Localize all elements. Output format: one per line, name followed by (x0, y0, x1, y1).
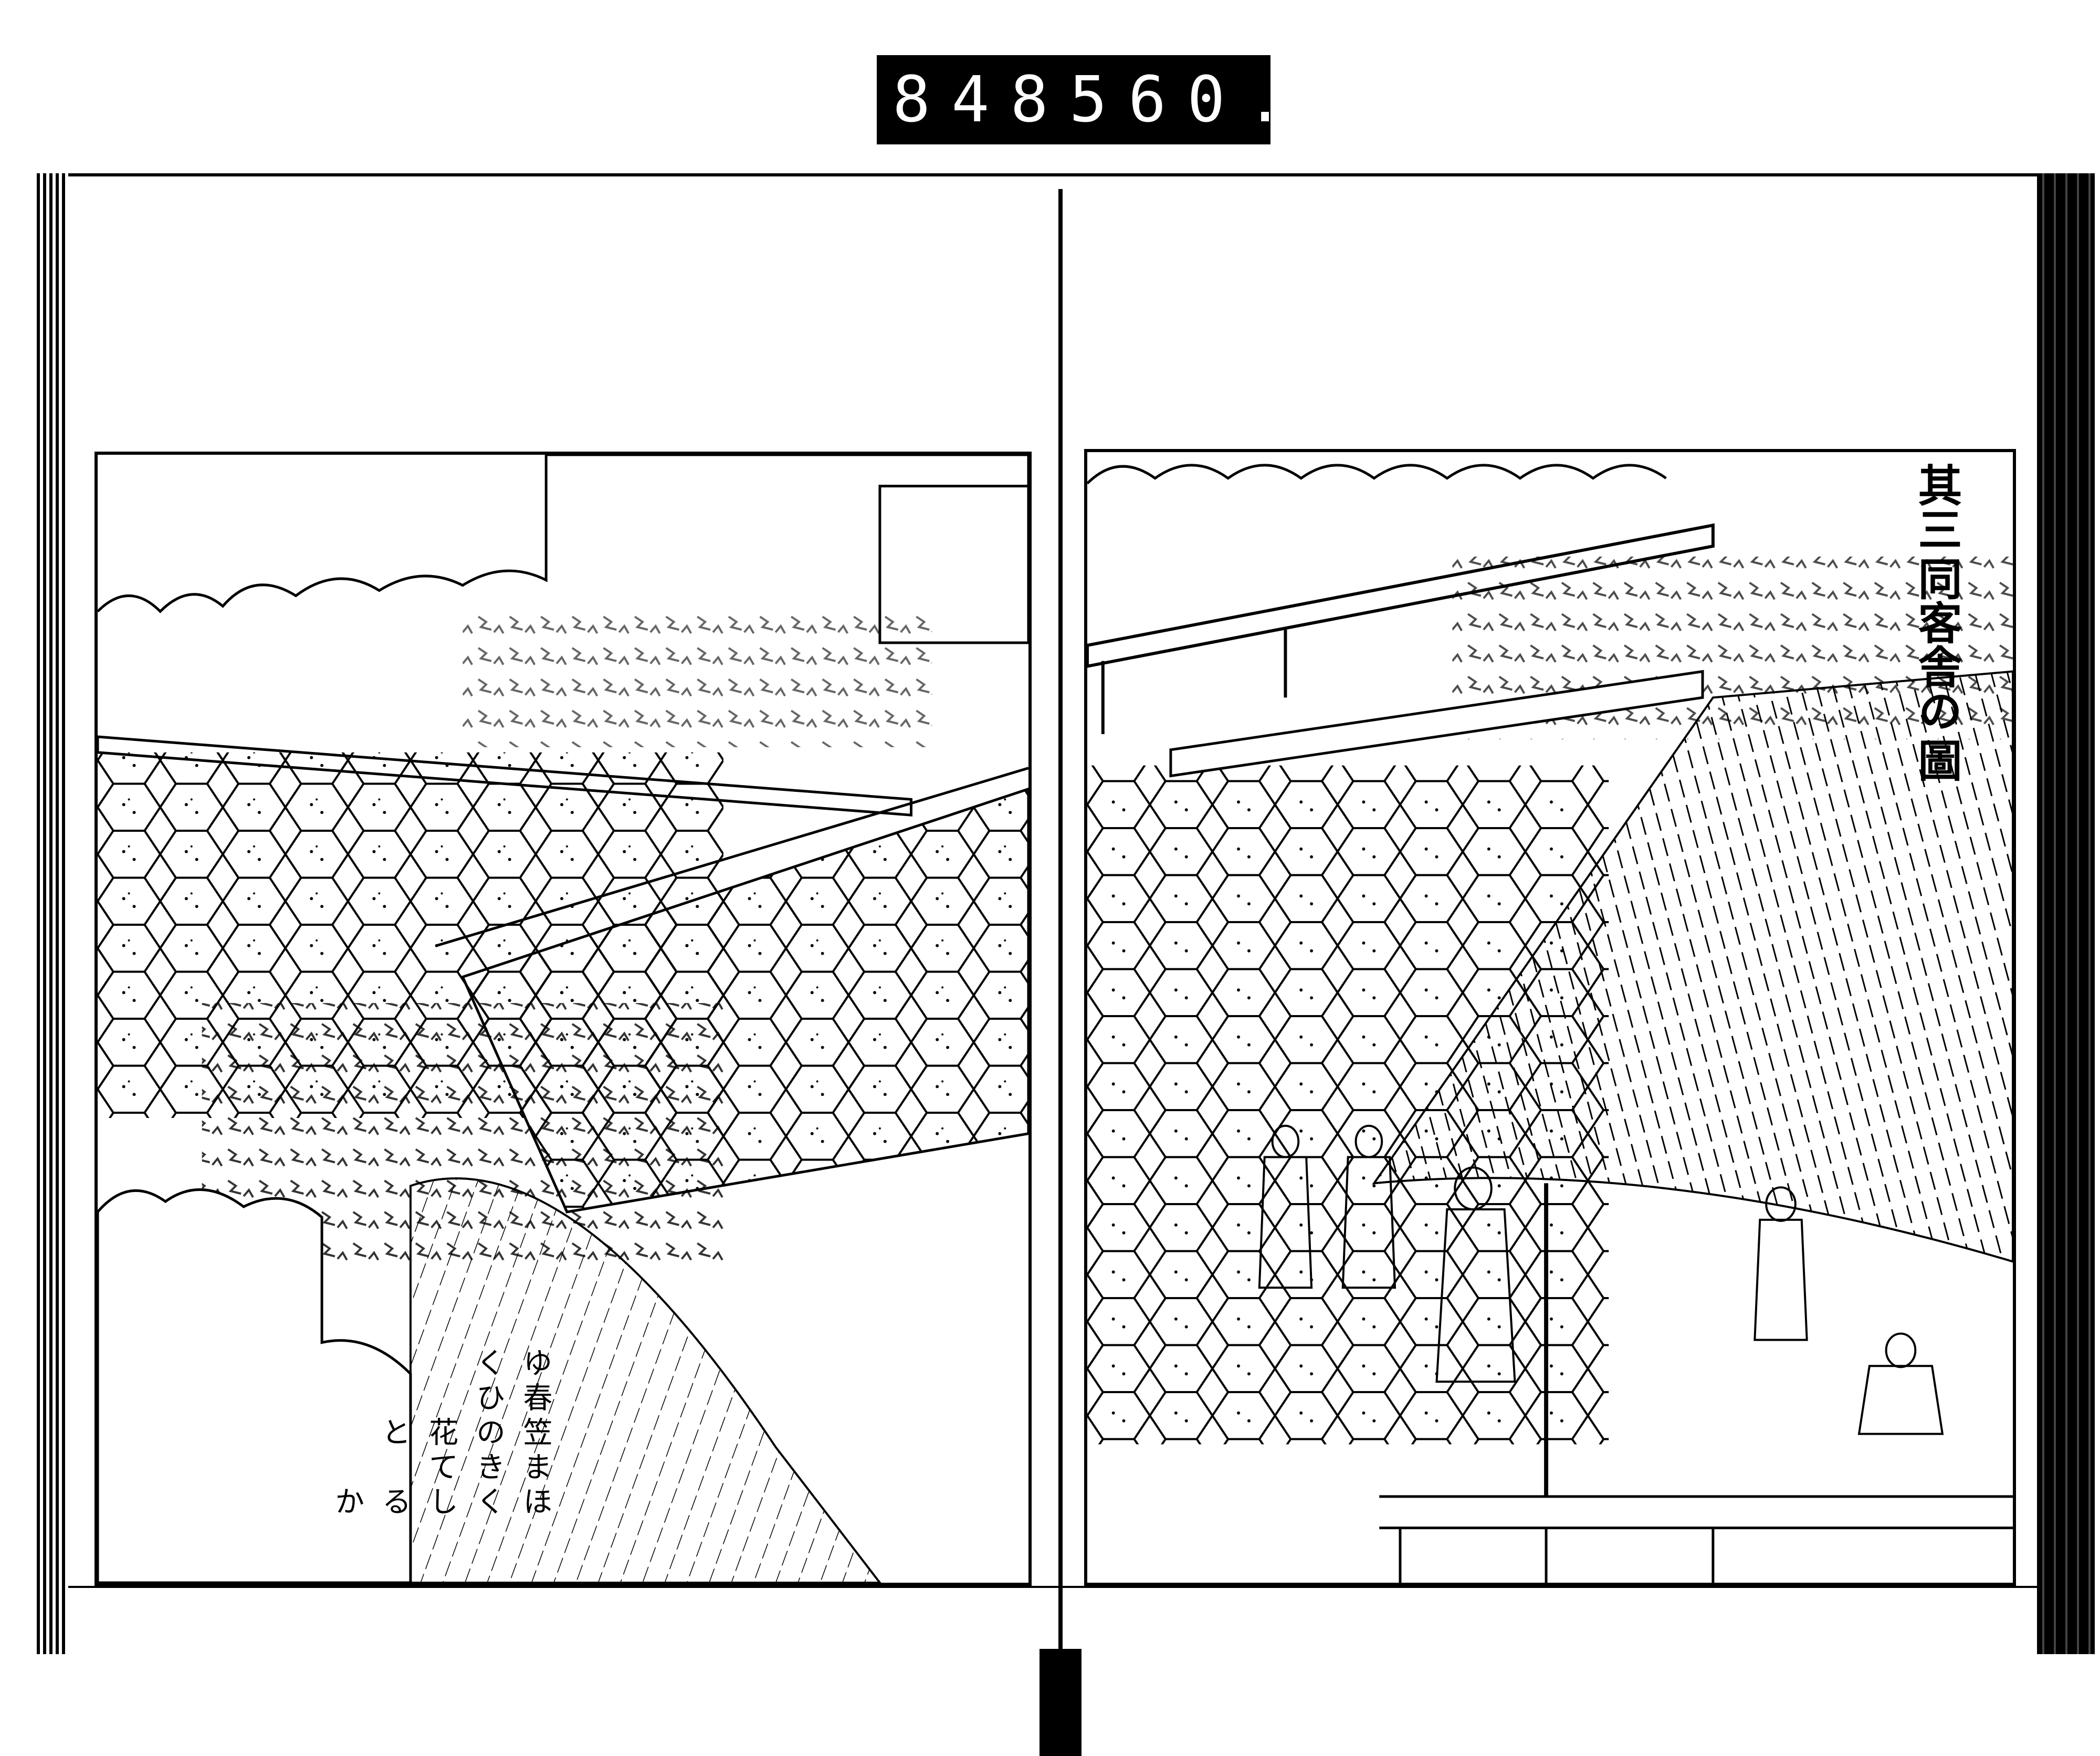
counter-right: 560. (1069, 63, 1305, 137)
poem-line: 笠の花と (377, 1417, 552, 1446)
garden-stone-wall-illustration (98, 455, 1028, 1583)
poem-line: ゆく (471, 1347, 552, 1377)
inn-thatched-roof-illustration (1087, 464, 2013, 1583)
poem-line: 春ひ (471, 1382, 552, 1412)
poem-calligraphy: ゆく 春ひ 笠の花と まきて ほくしるか 橘松 (323, 1347, 559, 1583)
counter-left: 848 (892, 63, 1069, 137)
left-page-illustration: ゆく 春ひ 笠の花と まきて ほくしるか 橘松 (94, 452, 1032, 1586)
book-spine (1058, 189, 1063, 1659)
book-page-edges-left (37, 173, 68, 1654)
title-line: 其三 (1911, 463, 1963, 551)
book-top-edge (68, 173, 2037, 176)
frame-counter-label: 848 560. (877, 55, 1284, 144)
book-bottom-edge (68, 1586, 2037, 1588)
illustration-title: 其三 同客舎の 圖 (1908, 463, 1966, 782)
book-spine-foot (1040, 1649, 1082, 1756)
poem-line: まきて (424, 1451, 552, 1481)
title-line: 同客舎の (1911, 556, 1963, 733)
figures (1258, 1124, 1944, 1435)
poem-line: ほくしるか (330, 1486, 552, 1515)
right-page-illustration: 其三 同客舎の 圖 (1084, 449, 2016, 1586)
title-line: 圖 (1911, 738, 1963, 782)
book-page-edges-right (2037, 173, 2095, 1654)
